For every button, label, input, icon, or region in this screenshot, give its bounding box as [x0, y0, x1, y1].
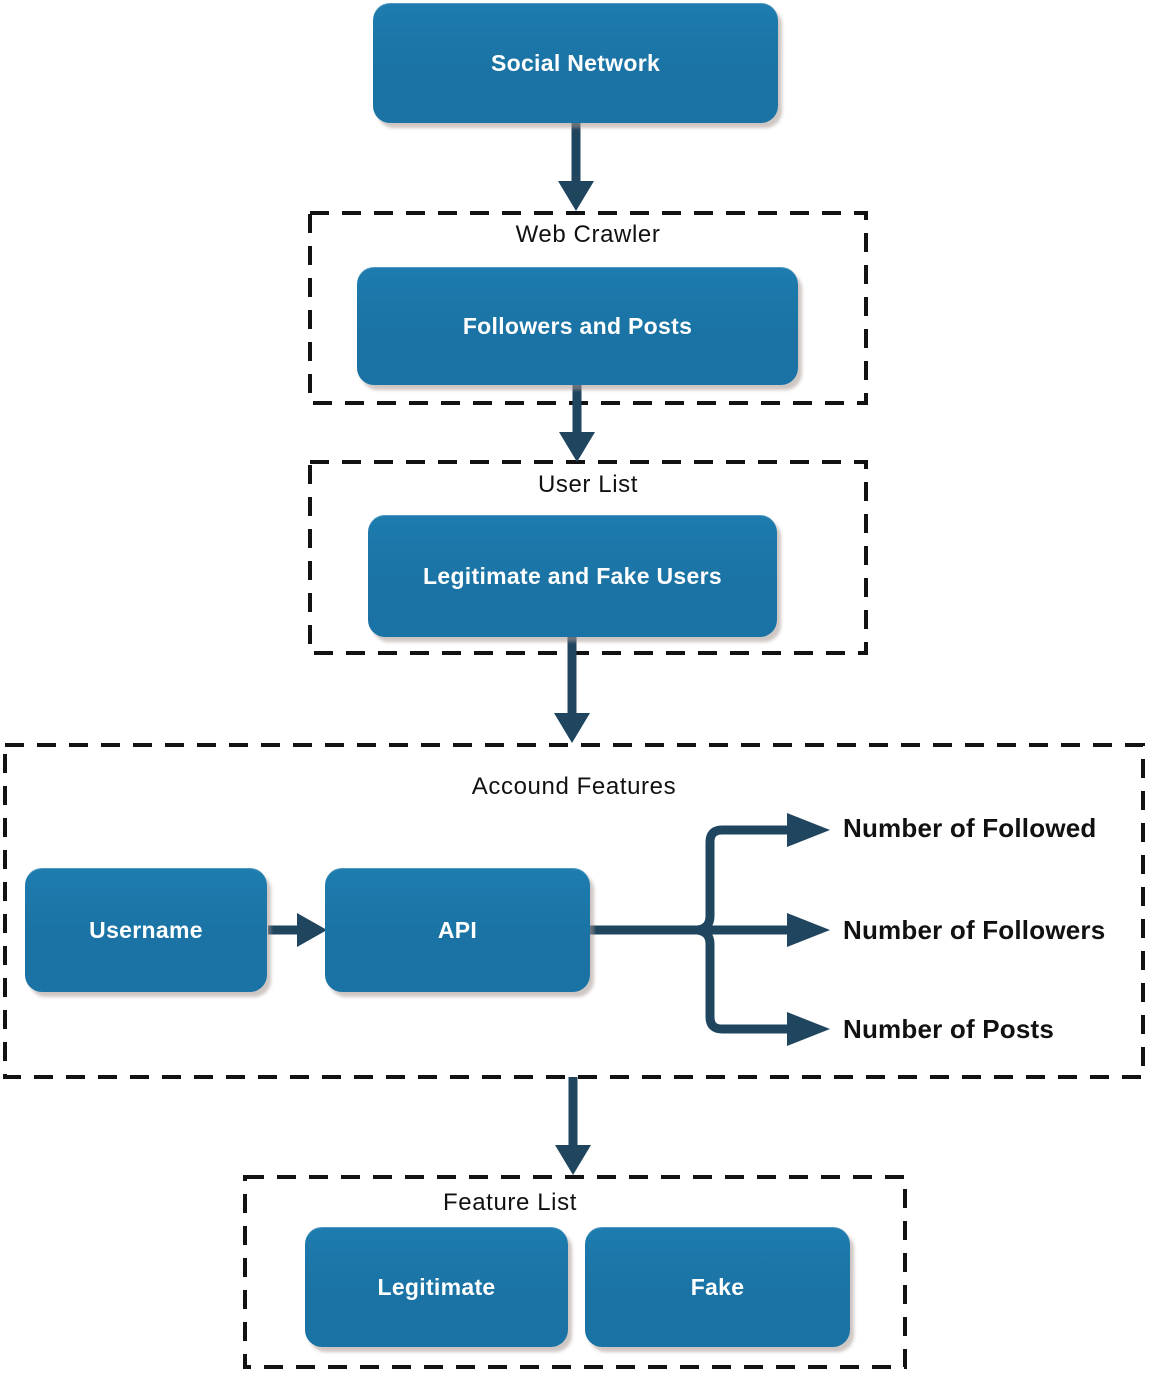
node-api: API — [325, 868, 590, 992]
node-fake: Fake — [585, 1227, 850, 1347]
node-api-label: API — [437, 916, 478, 943]
node-legitimate-and-fake-users-label: Legitimate and Fake Users — [423, 562, 722, 589]
arrow-userlist-to-features-icon — [554, 637, 590, 743]
api-outputs-branch-icon — [588, 813, 830, 1046]
user-list-section-title: User List — [537, 471, 639, 498]
node-followers-and-posts-label: Followers and Posts — [462, 312, 693, 339]
node-username: Username — [25, 868, 267, 992]
arrow-followers-to-userlist-icon — [559, 383, 595, 462]
output-number-of-followed: Number of Followed — [843, 813, 1097, 843]
node-fake-label: Fake — [690, 1273, 745, 1300]
node-legitimate: Legitimate — [305, 1227, 568, 1347]
node-social-network-label: Social Network — [490, 49, 661, 76]
node-legitimate-label: Legitimate — [377, 1273, 496, 1300]
node-legitimate-and-fake-users: Legitimate and Fake Users — [368, 515, 777, 637]
arrow-social-to-webcrawler-icon — [558, 122, 594, 211]
web-crawler-section-title: Web Crawler — [515, 221, 661, 248]
output-number-of-posts: Number of Posts — [843, 1014, 1055, 1044]
account-features-section-title: Accound Features — [471, 773, 677, 800]
output-number-of-followers: Number of Followers — [843, 915, 1106, 945]
node-followers-and-posts: Followers and Posts — [357, 267, 798, 385]
feature-list-section-title: Feature List — [443, 1189, 577, 1216]
arrow-features-to-featurelist-icon — [555, 1077, 591, 1175]
arrow-username-to-api-icon — [268, 913, 327, 947]
node-social-network: Social Network — [373, 3, 778, 123]
node-username-label: Username — [89, 916, 203, 943]
